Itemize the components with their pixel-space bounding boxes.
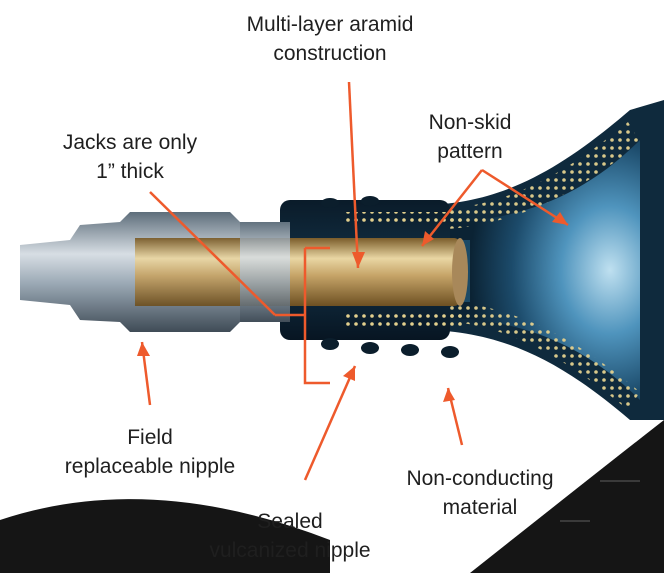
hose-rib xyxy=(321,338,339,350)
label-sealed-vulcanized-nipple: Sealed vulcanized nipple xyxy=(180,507,400,565)
label-non-conducting-material: Non-conducting material xyxy=(370,464,590,522)
label-field-replaceable-nipple: Field replaceable nipple xyxy=(30,423,270,481)
hose-rib xyxy=(361,196,379,206)
hose-dot-bottom xyxy=(345,314,465,328)
brass-jack-end xyxy=(452,238,468,306)
label-jacks-thickness: Jacks are only 1” thick xyxy=(20,128,240,186)
label-non-skid-pattern: Non-skid pattern xyxy=(400,108,540,166)
hose-rib xyxy=(401,344,419,356)
hose-rib xyxy=(321,198,339,208)
ground-streak xyxy=(600,480,640,482)
hose-rib xyxy=(441,346,459,358)
label-multi-layer-aramid: Multi-layer aramid construction xyxy=(200,10,460,68)
hose-rib xyxy=(361,342,379,354)
fitting-nut xyxy=(240,222,290,322)
